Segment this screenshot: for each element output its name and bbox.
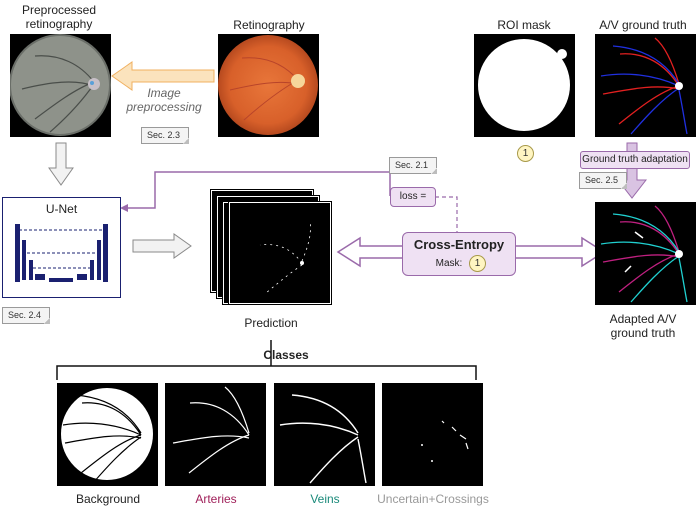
prediction-label: Prediction — [244, 316, 298, 330]
gt-adaptation-label: Ground truth adaptation — [582, 154, 688, 165]
sec-2-1-note: Sec. 2.1 — [389, 157, 438, 174]
adapted-gt-label: Adapted A/V ground truth — [609, 312, 677, 340]
av-gt-label: A/V ground truth — [599, 18, 687, 32]
mask-label: Mask: — [435, 258, 463, 269]
class-uncertain-image — [382, 383, 483, 486]
adapted-gt-image — [595, 202, 696, 305]
loss-box: loss = — [390, 187, 436, 207]
cross-entropy-label: Cross-Entropy — [413, 237, 505, 252]
loss-label: loss = — [399, 191, 427, 202]
background-label: Background — [75, 492, 141, 506]
dashed-link — [435, 196, 458, 232]
prediction-stack — [210, 189, 332, 310]
roi-mask-image — [474, 34, 575, 137]
sec-2-4-note: Sec. 2.4 — [2, 307, 51, 324]
retinography-label: Retinography — [233, 18, 305, 32]
right-arrow-prediction — [132, 233, 192, 259]
roi-mask-badge: 1 — [517, 145, 534, 162]
roi-mask-label: ROI mask — [497, 18, 551, 32]
cross-entropy-box: Cross-Entropy Mask: 1 — [402, 232, 516, 276]
unet-box: U-Net — [2, 197, 121, 298]
class-veins-image — [274, 383, 375, 486]
image-preprocessing-label: Image preprocessing — [126, 86, 202, 114]
mask-badge: 1 — [469, 255, 486, 272]
loss-feedback-line — [128, 171, 391, 209]
classes-label: Classes — [263, 348, 309, 362]
classes-bracket — [56, 365, 477, 380]
unet-label: U-Net — [45, 202, 78, 216]
uncertain-label: Uncertain+Crossings — [377, 492, 489, 506]
sec-2-5-note: Sec. 2.5 — [579, 172, 628, 189]
preprocessed-label: Preprocessed retinography — [21, 3, 97, 31]
preprocessed-image — [10, 34, 111, 137]
preprocessing-arrow — [111, 61, 215, 91]
class-arteries-image — [165, 383, 266, 486]
av-gt-image — [595, 34, 696, 137]
class-background-image — [57, 383, 158, 486]
veins-label: Veins — [310, 492, 340, 506]
down-arrow-unet — [48, 142, 74, 186]
arteries-label: Arteries — [195, 492, 237, 506]
retinography-image — [218, 34, 319, 137]
unet-diagram — [15, 224, 108, 282]
gt-adaptation-box: Ground truth adaptation — [580, 151, 690, 169]
sec-2-3-note: Sec. 2.3 — [141, 127, 190, 144]
